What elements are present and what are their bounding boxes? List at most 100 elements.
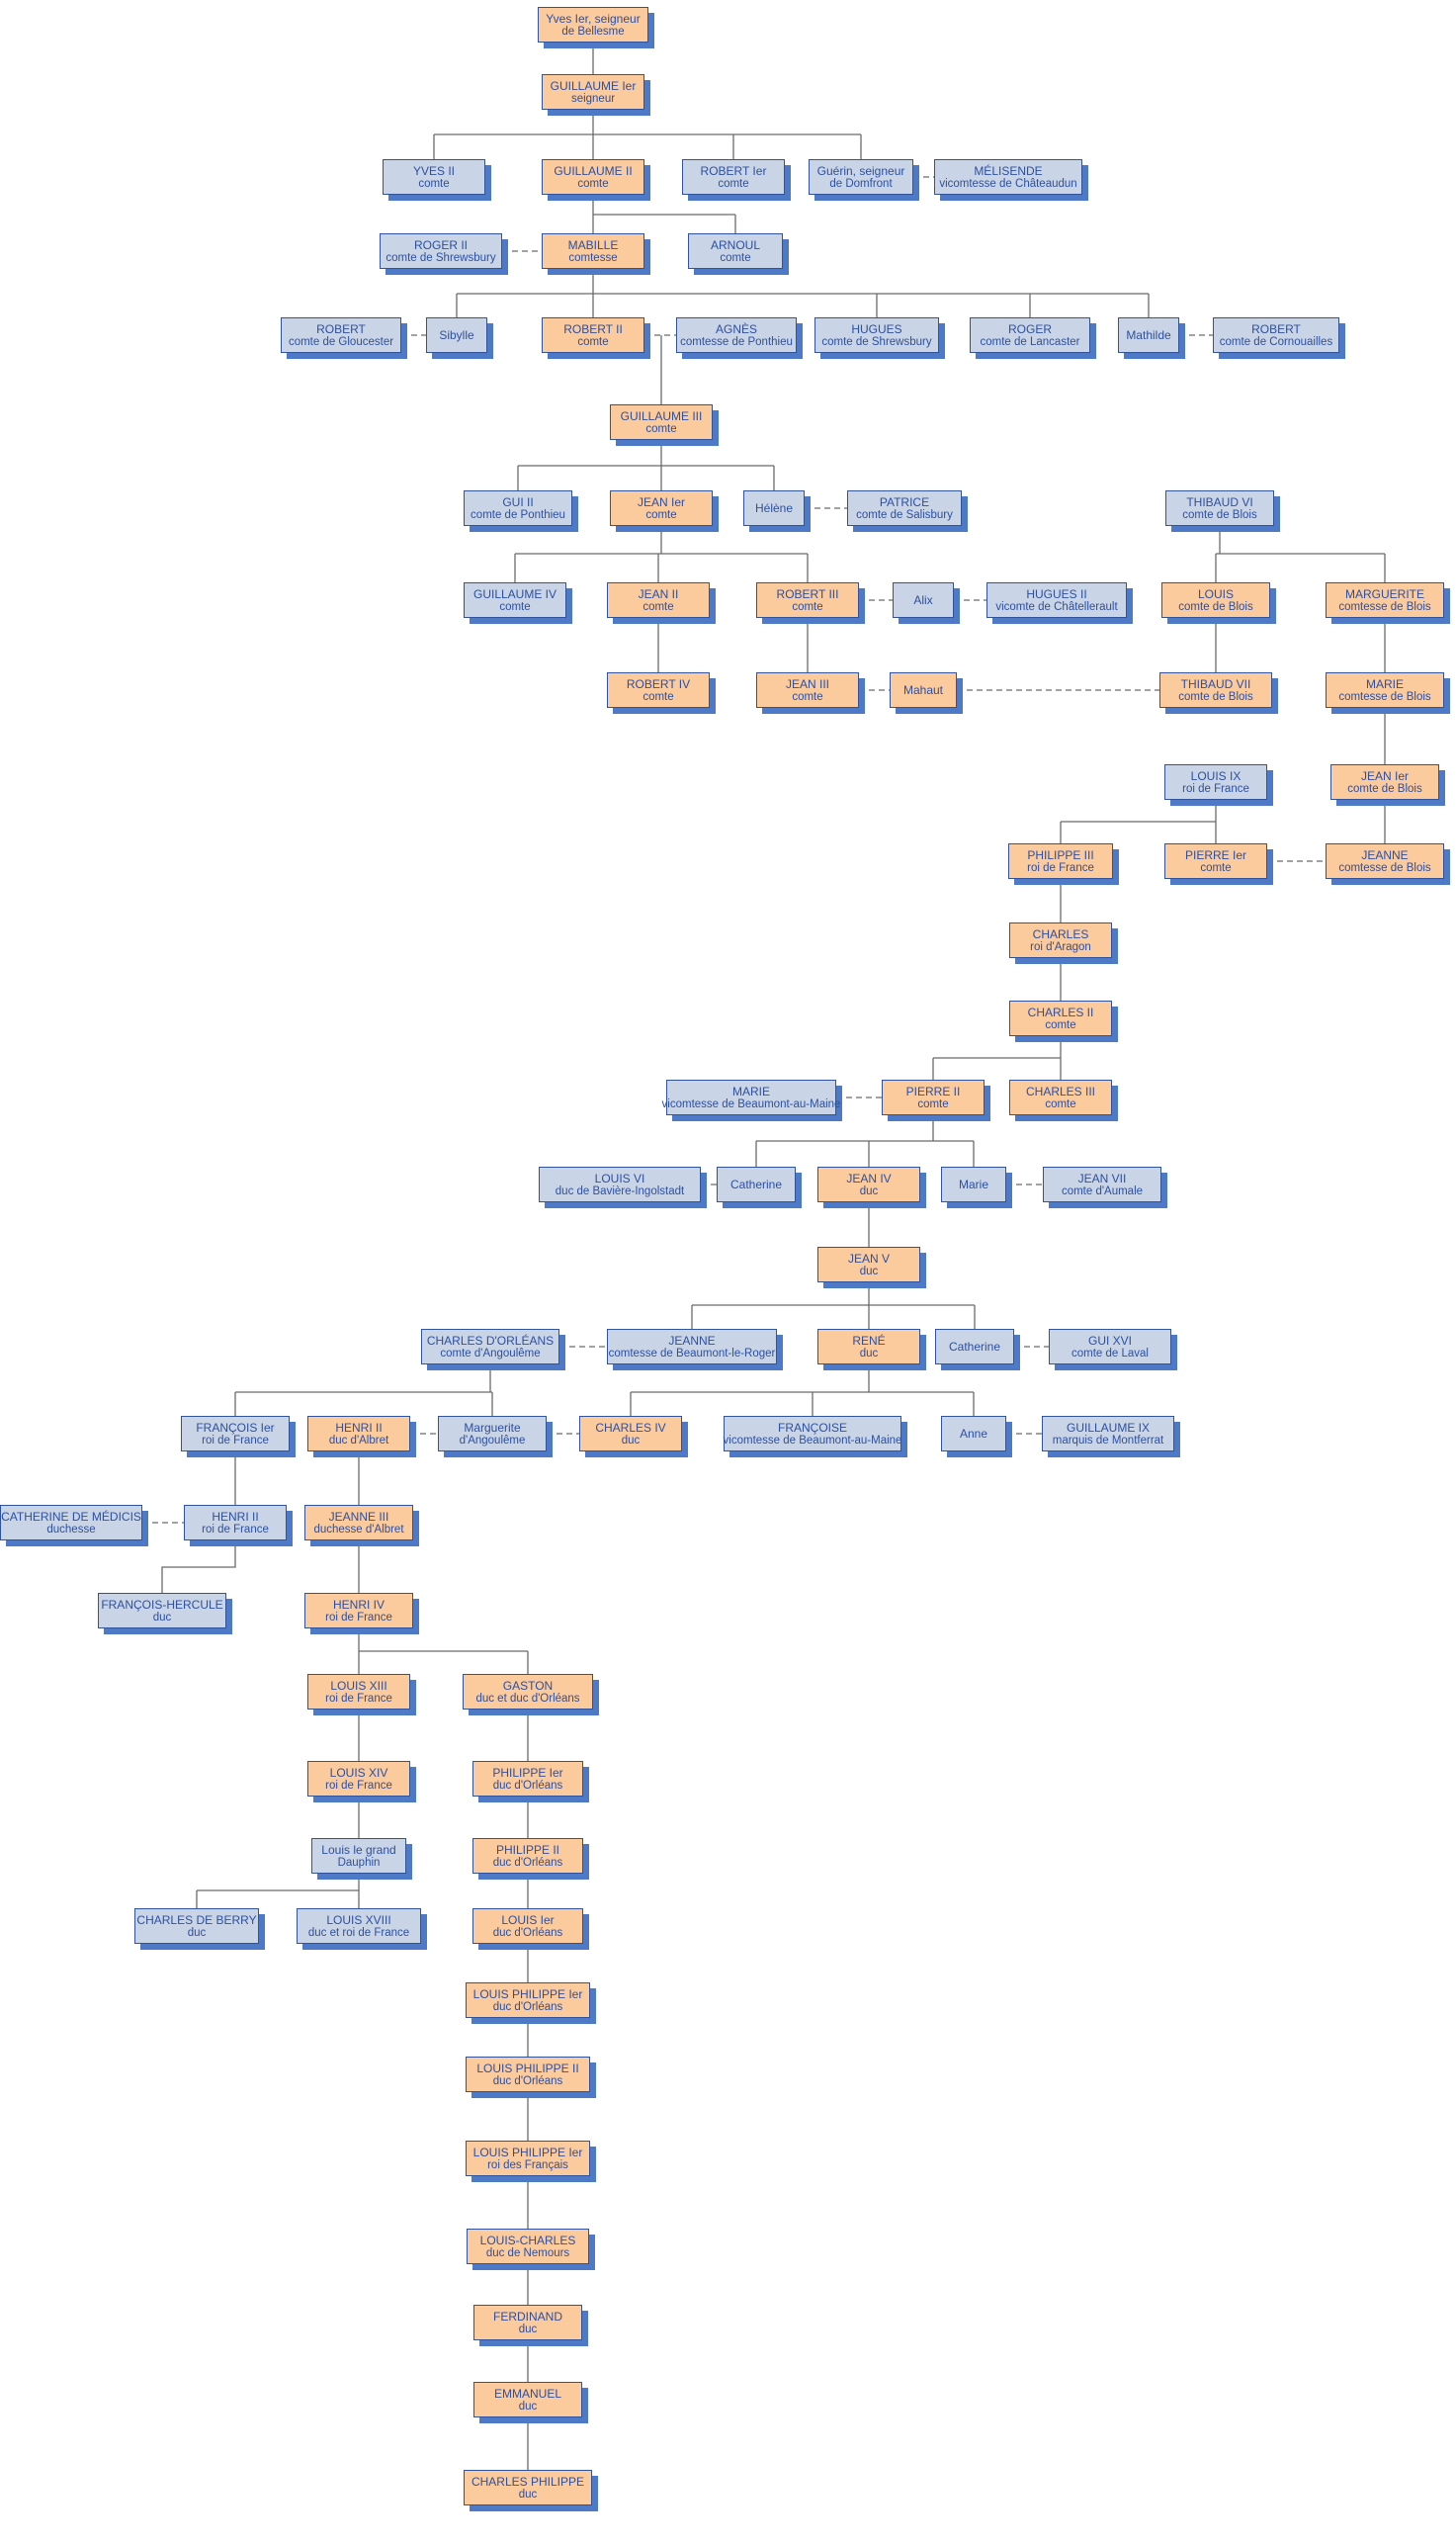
person-name: PHILIPPE Ier: [492, 1765, 563, 1780]
person-title: duc d'Orléans: [492, 1926, 563, 1939]
person-title: comte de Gloucester: [288, 335, 394, 348]
person-name: LOUIS PHILIPPE Ier: [472, 2145, 583, 2159]
person-node-mathilde[interactable]: Mathilde: [1118, 317, 1179, 353]
person-node-catherine-2[interactable]: Catherine: [935, 1329, 1014, 1364]
person-name: ROBERT III: [776, 586, 839, 601]
person-title: duc: [518, 2488, 538, 2501]
person-name: PIERRE Ier: [1184, 847, 1246, 862]
person-node-mahaut[interactable]: Mahaut: [890, 672, 957, 708]
person-name: GASTON: [502, 1678, 554, 1693]
person-node-catherine-1[interactable]: Catherine: [717, 1167, 796, 1202]
person-node-sibylle[interactable]: Sibylle: [426, 317, 487, 353]
person-title: roi d'Aragon: [1030, 940, 1091, 953]
person-node-alix[interactable]: Alix: [893, 582, 954, 618]
person-title: duc d'Orléans: [492, 2074, 563, 2087]
person-node-anne[interactable]: Anne: [941, 1416, 1006, 1451]
person-title: comte: [1045, 1097, 1076, 1110]
person-name: CHARLES D'ORLÉANS: [426, 1333, 555, 1348]
person-node-helene[interactable]: Hélène: [743, 490, 805, 526]
person-node-marie-2[interactable]: Marie: [941, 1167, 1006, 1202]
person-title: duc: [859, 1347, 879, 1360]
person-name: GUILLAUME II: [554, 163, 633, 178]
person-title: comte: [642, 600, 674, 613]
